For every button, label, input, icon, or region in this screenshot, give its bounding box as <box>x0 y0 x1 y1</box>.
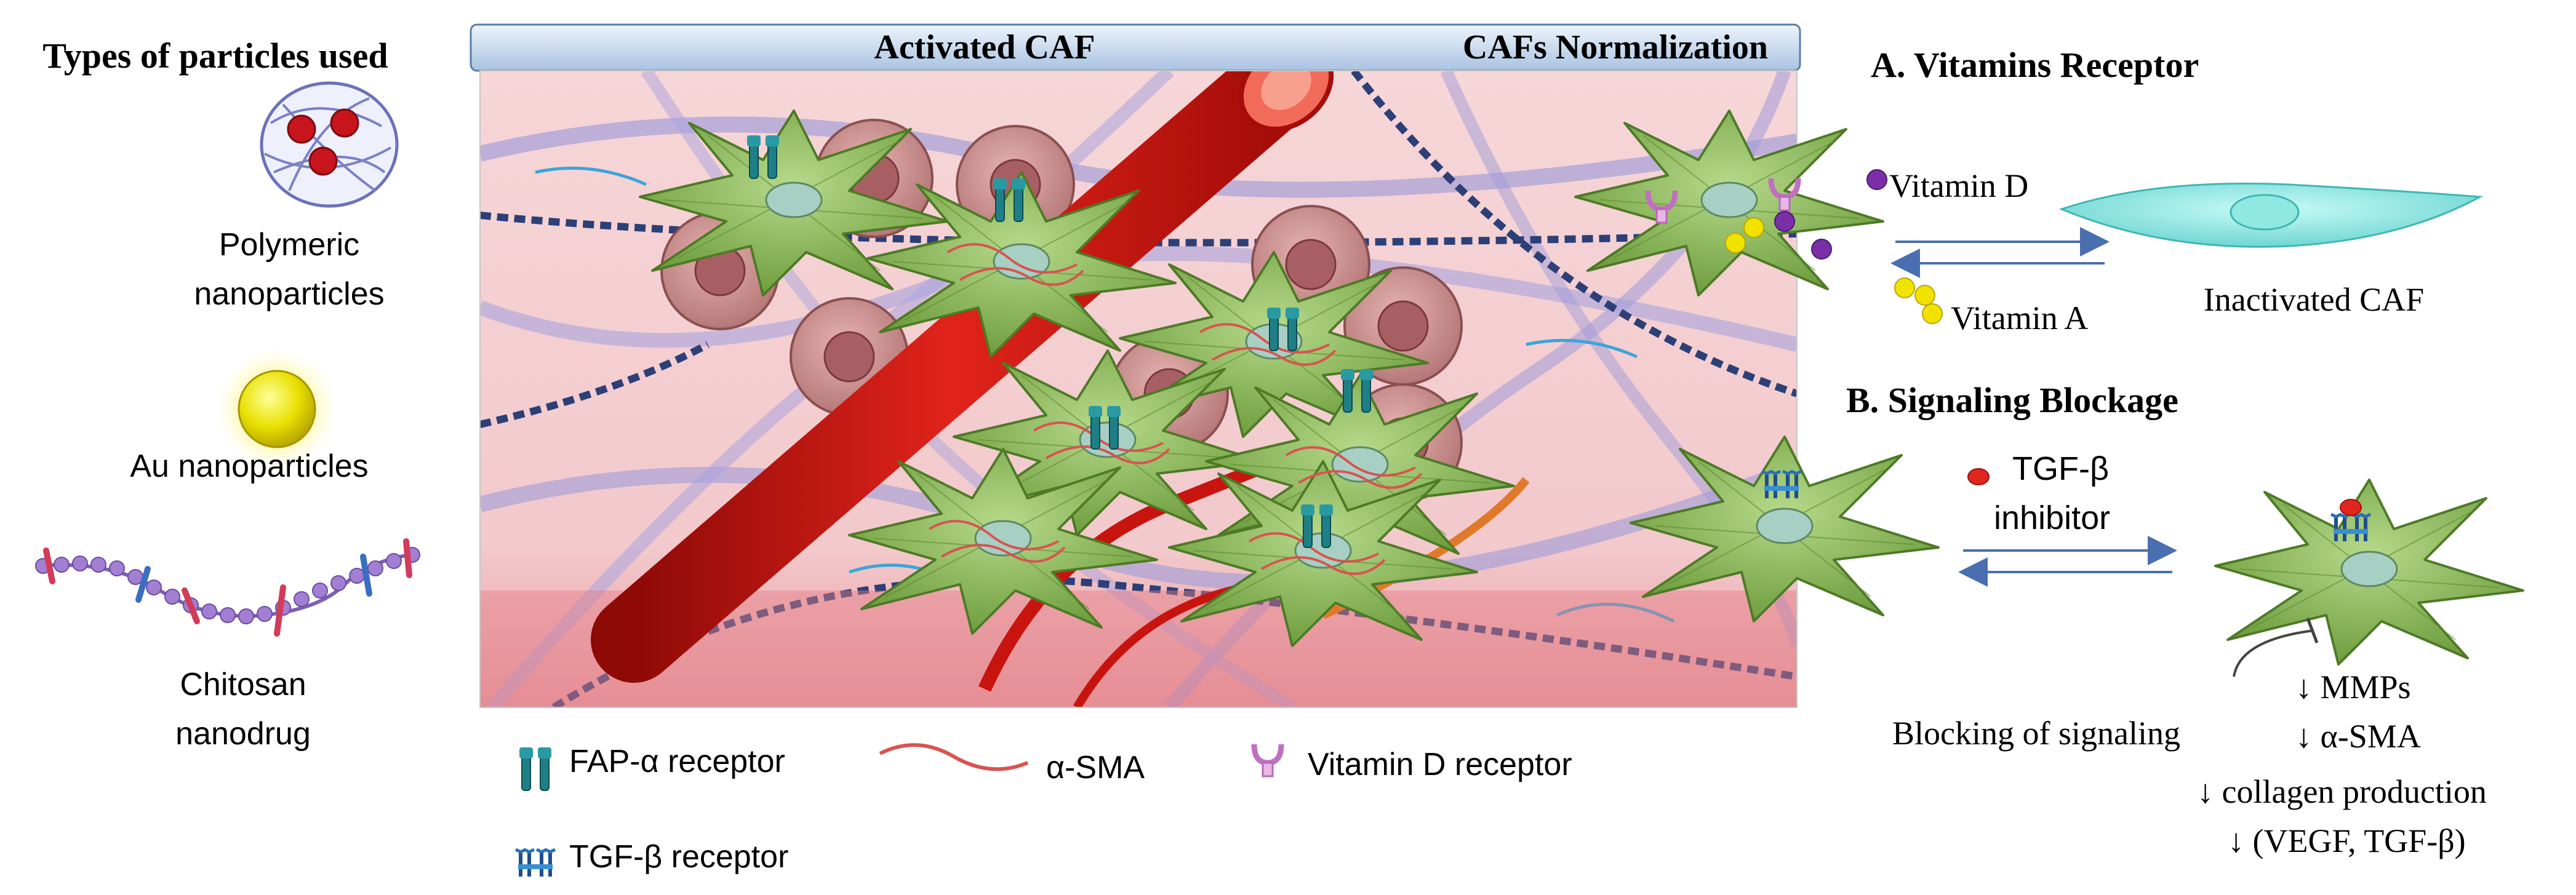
legend-vitamin-d-receptor-icon <box>1254 744 1281 776</box>
legend-fap-icon <box>519 747 552 791</box>
section-a-caf-cell <box>1574 109 1884 296</box>
banner-activated-caf: Activated CAF <box>874 28 1095 66</box>
blocked-caf-cell <box>2214 479 2524 666</box>
legend-fap-label: FAP-α receptor <box>569 744 785 779</box>
vitamin-d-label: Vitamin D <box>1889 167 2028 204</box>
effect-mmps: ↓ MMPs <box>2295 669 2411 706</box>
inhibition-arc <box>2233 629 2314 677</box>
au-nanoparticles-label: Au nanoparticles <box>130 448 368 484</box>
gold-nanoparticle-icon <box>215 348 338 471</box>
legend-asma-label: α-SMA <box>1046 750 1145 786</box>
chitosan-label-line1: Chitosan <box>180 667 306 702</box>
polymeric-label-line2: nanoparticles <box>194 276 384 312</box>
section-signaling-blockage: B. Signaling Blockage TGF-β inhibitor Bl… <box>1630 380 2524 859</box>
particle-types-title: Types of particles used <box>42 36 388 76</box>
inactivated-caf-label: Inactivated CAF <box>2204 281 2424 318</box>
tumor-microenvironment-panel: Activated CAF CAFs Normalization <box>470 23 1801 708</box>
tgf-inhibitor-label-line2: inhibitor <box>1994 499 2110 536</box>
particle-types-panel: Types of particles used Polymeric nanopa… <box>35 36 420 752</box>
legend: FAP-α receptor α-SMA Vitamin D receptor … <box>516 744 1572 877</box>
legend-asma-icon <box>879 743 1029 771</box>
section-b-title: B. Signaling Blockage <box>1846 380 2178 420</box>
section-a-title: A. Vitamins Receptor <box>1871 45 2199 85</box>
vitamin-a-label: Vitamin A <box>1951 300 2088 336</box>
chitosan-chain-icon <box>35 538 420 637</box>
tgf-inhibitor-dot <box>1967 468 1990 485</box>
legend-tgf-receptor-icon <box>516 849 555 877</box>
chitosan-label-line2: nanodrug <box>175 716 311 752</box>
blood-vessel <box>591 71 1530 707</box>
blocking-of-signaling-label: Blocking of signaling <box>1892 715 2180 752</box>
inactivated-caf-cell <box>2058 182 2484 248</box>
vitamin-a-dots <box>1894 277 1943 324</box>
tgf-inhibitor-label-line1: TGF-β <box>2012 450 2109 487</box>
effect-vegf-tgf: ↓ (VEGF, TGF-β) <box>2228 822 2466 859</box>
effect-collagen: ↓ collagen production <box>2197 773 2487 810</box>
legend-tgf-receptor-label: TGF-β receptor <box>569 839 788 875</box>
banner-cafs-normalization: CAFs Normalization <box>1463 28 1768 66</box>
polymeric-label-line1: Polymeric <box>219 227 359 263</box>
effect-asma: ↓ α-SMA <box>2295 718 2421 755</box>
legend-vitamin-d-receptor-label: Vitamin D receptor <box>1308 747 1572 782</box>
section-vitamins-receptor: A. Vitamins Receptor Vitamin D Vitamin A… <box>1574 45 2484 336</box>
vitamin-d-dot <box>1866 169 1887 190</box>
polymeric-nanoparticle-icon <box>260 81 399 208</box>
